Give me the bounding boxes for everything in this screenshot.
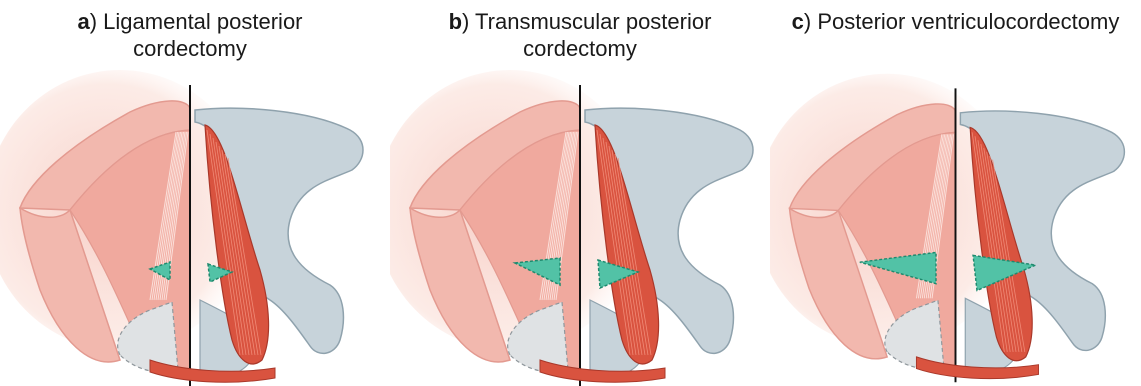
panel-title: b) Transmuscular posterior cordectomy [390,8,770,62]
panel-b: b) Transmuscular posterior cordectomy [390,0,770,386]
panel-letter: c [792,9,804,34]
panel-title: a) Ligamental posterior cordectomy [0,8,380,62]
panel-title-line2: cordectomy [0,35,380,62]
panel-a: a) Ligamental posterior cordectomy [0,0,380,386]
panel-letter: a [77,9,89,34]
panel-title-text: ) Posterior ventriculocordectomy [804,9,1119,34]
larynx-illustration [770,70,1141,386]
panel-title-text: ) Ligamental posterior [90,9,303,34]
panel-letter: b [449,9,462,34]
panel-title: c) Posterior ventriculocordectomy [770,8,1141,35]
panel-title-line2: cordectomy [390,35,770,62]
larynx-illustration [0,70,380,386]
panel-c: c) Posterior ventriculocordectomy [770,0,1141,386]
larynx-illustration [390,70,770,386]
panel-title-text: ) Transmuscular posterior [462,9,711,34]
